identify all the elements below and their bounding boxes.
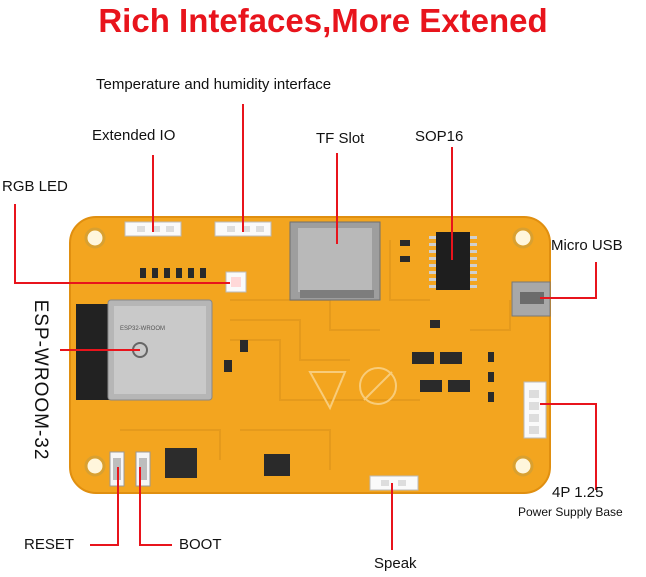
label-reset: RESET	[24, 536, 75, 553]
leader-lines	[14, 104, 597, 550]
label-sop16: SOP16	[415, 128, 464, 145]
esp-wroom-32-module: ESP32-WROOM	[76, 299, 213, 401]
label-tf-slot: TF Slot	[316, 130, 365, 147]
speaker-connector	[369, 475, 419, 491]
label-esp-module: ESP-WROOM-32	[30, 299, 51, 461]
pcb-traces	[120, 240, 511, 470]
label-power-supply-base: Power Supply Base	[518, 505, 623, 519]
page-title: Rich Intefaces,More Extened	[98, 2, 548, 39]
svg-text:ESP32-WROOM: ESP32-WROOM	[120, 326, 165, 332]
tf-slot	[289, 221, 381, 301]
label-rgb-led: RGB LED	[2, 178, 68, 195]
label-power-connector: 4P 1.25	[552, 484, 604, 501]
silkscreen-logos	[308, 367, 397, 411]
label-extended-io: Extended IO	[92, 127, 176, 144]
micro-usb-connector	[511, 281, 551, 317]
label-speak: Speak	[374, 555, 417, 572]
label-boot: BOOT	[179, 536, 222, 553]
smd-components	[140, 240, 494, 476]
label-temp-humidity: Temperature and humidity interface	[96, 76, 332, 93]
power-connector-4p	[523, 381, 547, 439]
label-micro-usb: Micro USB	[551, 237, 623, 254]
mounting-holes	[84, 227, 534, 477]
usb-uart-chip	[165, 448, 197, 478]
